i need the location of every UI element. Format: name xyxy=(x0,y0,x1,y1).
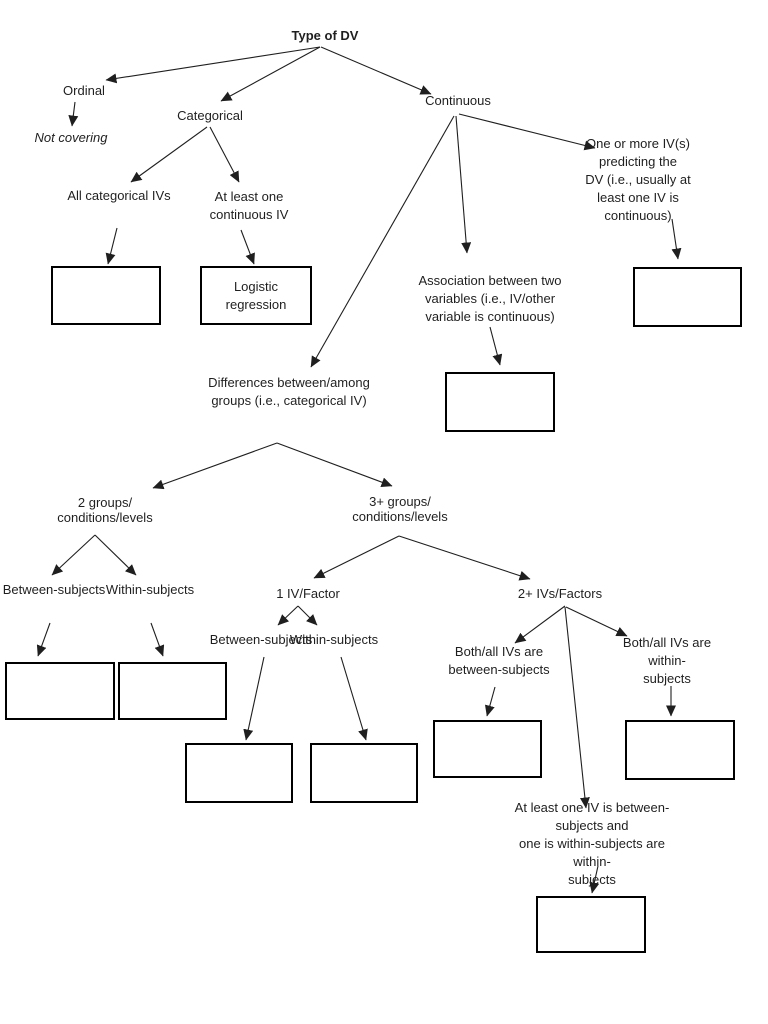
arrow-within1iv-to-box xyxy=(340,656,368,741)
arrow-allcat-to-box xyxy=(105,227,118,265)
node-one-or-more-ivs: One or more IV(s) predicting the DV (i.e… xyxy=(585,136,691,223)
node-two-groups: 2 groups/ conditions/levels xyxy=(57,495,153,525)
arrow-2ivs-to-bothwithin xyxy=(565,606,628,637)
node-not-covering: Not covering xyxy=(34,130,108,145)
node-ordinal: Ordinal xyxy=(63,83,105,98)
arrow-mixed-to-box xyxy=(589,865,600,894)
arrow-2ivs-to-mixed xyxy=(564,606,590,809)
arrow-type-to-continuous xyxy=(320,46,432,95)
result-box-one-or-more-ivs xyxy=(633,267,742,327)
arrow-3groups-to-2ivs xyxy=(398,535,531,581)
result-box-both-within xyxy=(625,720,735,780)
node-association-two-variables: Association between two variables (i.e.,… xyxy=(418,273,562,324)
page-title: Type of DV xyxy=(291,28,359,43)
node-between-subjects-2groups: Between-subjects xyxy=(2,582,106,597)
arrow-2groups-to-within xyxy=(94,534,137,576)
arrow-oneormore-to-box xyxy=(671,218,682,260)
result-box-between-2groups xyxy=(5,662,115,720)
arrow-2groups-to-between xyxy=(51,534,96,576)
node-both-all-between-subjects: Both/all IVs are between-subjects xyxy=(448,644,550,677)
arrow-within-to-box xyxy=(150,622,165,657)
arrow-3groups-to-1iv xyxy=(313,535,400,579)
arrow-type-to-categorical xyxy=(220,46,321,102)
node-within-subjects-2groups: Within-subjects xyxy=(105,582,195,597)
arrow-continuous-to-differences xyxy=(310,115,455,368)
node-both-all-within-subjects: Both/all IVs are within- subjects xyxy=(622,635,712,686)
arrow-atleastone-to-logistic xyxy=(240,229,255,265)
arrow-association-to-box xyxy=(489,326,503,366)
result-box-logistic-regression: Logistic regression xyxy=(200,266,312,325)
arrow-type-to-ordinal xyxy=(105,46,321,84)
arrow-categorical-to-atleastone xyxy=(209,126,240,183)
arrow-2ivs-to-bothbetween xyxy=(514,605,566,644)
result-box-within-2groups xyxy=(118,662,227,720)
arrow-between1iv-to-box xyxy=(243,656,265,741)
node-categorical: Categorical xyxy=(177,108,243,123)
result-box-between-1iv xyxy=(185,743,293,803)
arrow-continuous-to-association xyxy=(455,115,472,254)
node-two-plus-ivs-factors: 2+ IVs/Factors xyxy=(517,586,603,601)
result-box-association xyxy=(445,372,555,432)
arrow-continuous-to-oneormore xyxy=(458,113,596,151)
arrow-categorical-to-allcat xyxy=(130,126,208,183)
arrow-between-to-box xyxy=(36,622,51,657)
result-box-both-between xyxy=(433,720,542,778)
node-all-categorical-ivs: All categorical IVs xyxy=(67,188,171,203)
node-between-subjects-1iv: Between-subjects xyxy=(209,632,313,647)
node-differences-between-groups: Differences between/among groups (i.e., … xyxy=(208,375,370,408)
arrow-differences-to-2groups xyxy=(152,442,278,490)
result-box-within-1iv xyxy=(310,743,418,803)
arrow-ordinal-to-notcovering xyxy=(68,101,79,127)
arrow-differences-to-3groups xyxy=(276,442,393,488)
node-continuous: Continuous xyxy=(425,93,491,108)
node-mixed-ivs: At least one IV is between-subjects and … xyxy=(514,800,670,887)
arrow-1iv-to-between xyxy=(277,605,299,626)
arrow-1iv-to-within xyxy=(297,605,318,626)
node-one-iv-factor: 1 IV/Factor xyxy=(276,586,340,601)
result-box-mixed xyxy=(536,896,646,953)
node-within-subjects-1iv: Within-subjects xyxy=(289,632,379,647)
logistic-regression-label: Logistic regression xyxy=(225,278,287,312)
result-box-all-categorical xyxy=(51,266,161,325)
node-at-least-one-continuous-iv: At least one continuous IV xyxy=(209,189,289,222)
node-three-plus-groups: 3+ groups/ conditions/levels xyxy=(352,494,448,524)
arrow-bothbetween-to-box xyxy=(484,686,496,717)
